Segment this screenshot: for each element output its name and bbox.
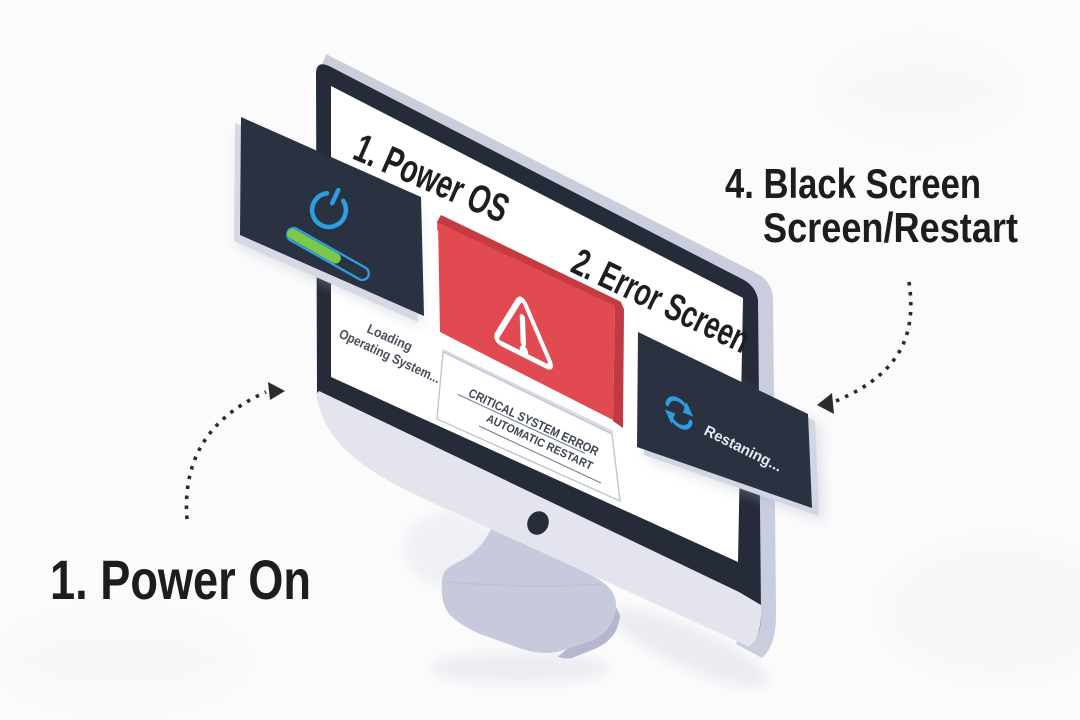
svg-text:4. Black Screen: 4. Black Screen xyxy=(725,160,981,207)
svg-text:1. Power On: 1. Power On xyxy=(50,548,311,611)
svg-text:Screen/Restart: Screen/Restart xyxy=(763,204,1018,251)
